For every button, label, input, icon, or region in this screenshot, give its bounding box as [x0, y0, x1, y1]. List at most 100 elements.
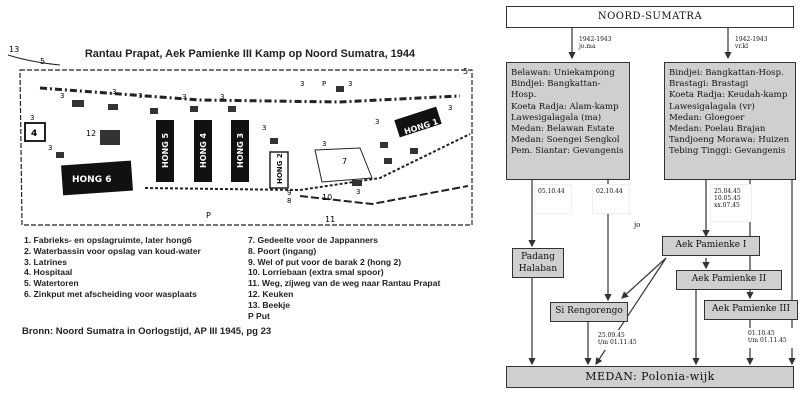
map-title: Rantau Prapat, Aek Pamienke III Kamp op … [84, 48, 416, 60]
box-line: Padang [521, 252, 555, 262]
camp-item: Bindjei: Bangkattan-Hosp. [669, 68, 784, 78]
date-e: 01.10.45 t/m 01.11.45 [746, 328, 796, 348]
label-4: 4 [31, 129, 37, 139]
camp-item: Tandjoeng Morawa: Huizen [669, 135, 790, 146]
label-12: 12 [86, 129, 96, 138]
legend-item: 11. Weg, zijweg van de weg naar Rantau P… [248, 278, 441, 289]
svg-text:3: 3 [182, 93, 186, 101]
date-line: 25.04.45 [714, 188, 741, 195]
map-source: Bronn: Noord Sumatra in Oorlogstijd, AP … [22, 326, 272, 337]
camp-map: 13 5 5 4 12 HONG 6 HONG 5 HONG 4 [7, 45, 473, 226]
legend-item: 13. Beekje [248, 299, 291, 310]
hong-2: HONG 2 [269, 151, 289, 189]
padang-halaban-box: Padang Halaban [512, 248, 564, 278]
label-5-left: 5 [40, 57, 45, 66]
svg-text:3: 3 [48, 144, 52, 152]
legend-item: 7. Gedeelte voor de Jappanners [248, 235, 378, 245]
svg-text:3: 3 [348, 80, 352, 88]
date-line: 01.10.45 [748, 330, 775, 337]
legend-left: 1. Fabrieks- en opslagruimte, later hong… [24, 235, 201, 300]
si-rengorengo-box: Si Rengorengo [550, 302, 628, 322]
label-8: 8 [287, 197, 291, 205]
svg-text:3: 3 [220, 93, 224, 101]
svg-text:3: 3 [60, 92, 64, 100]
camp-item: Koeta Radja: Alam-kamp [511, 101, 619, 112]
legend-item: P Put [248, 310, 270, 321]
legend-item: 12. Keuken [248, 288, 294, 299]
camp-item: Brastagi: Brastagi [669, 79, 749, 90]
date-b: 02.10.44 [592, 184, 630, 214]
aek-pamienke-1-box: Aek Pamienke I [662, 236, 760, 256]
svg-text:3: 3 [375, 118, 379, 126]
label-10: 10 [322, 193, 332, 202]
svg-text:HONG 2: HONG 2 [276, 153, 284, 184]
legend-item: 1. Fabrieks- en opslagruimte, later hong… [24, 235, 192, 245]
svg-text:3: 3 [138, 92, 142, 100]
label-7: 7 [342, 157, 347, 166]
lorry-track [144, 133, 471, 192]
camp-item: Koeta Radja: Keudah-kamp [669, 90, 788, 101]
latrine-huts [56, 86, 418, 186]
hong-5: HONG 5 [156, 120, 174, 182]
note-line: jo.ma [579, 43, 596, 50]
camp-item: Medan: Soengei Sengkol [511, 135, 620, 146]
date-d: 25.09.45 t/m 01.11.45 [596, 330, 646, 350]
camp-fence [19, 69, 473, 226]
hospital-building [24, 122, 46, 142]
legend-item: 4. Hospitaal [24, 267, 73, 278]
date-line: xx.07.45 [714, 202, 740, 209]
svg-text:HONG 5: HONG 5 [161, 132, 170, 168]
upper-road [39, 86, 461, 104]
legend-item: 9. Wel of put voor de barak 2 (hong 2) [248, 256, 402, 267]
noord-sumatra-box: NOORD-SUMATRA [506, 6, 794, 28]
note-line: 1942-1943 [735, 36, 768, 43]
label-p-bottom: P [206, 211, 211, 220]
medan-polonia-box: MEDAN: Polonia-wijk [506, 366, 794, 388]
date-c: 25.04.45 10.05.45 xx.07.45 [710, 184, 752, 222]
legend-item: 8. Poort (ingang) [248, 245, 317, 256]
legend-item: 6. Zinkput met afscheiding voor wasplaat… [24, 288, 197, 299]
camp-item: Lawesigalagala (ma) [511, 112, 602, 123]
japanese-section [314, 147, 373, 183]
svg-text:3: 3 [356, 188, 360, 196]
note-left-top: 1942-1943 jo.ma [579, 36, 612, 50]
label-13: 13 [9, 45, 19, 54]
date-line: 10.05.45 [714, 195, 741, 202]
jo-label: jo [634, 221, 641, 229]
camp-item: Belawan: Uniekampong [511, 68, 615, 78]
label-5-right: 5 [463, 67, 468, 76]
date-line: 25.09.45 [598, 332, 625, 339]
camp-item: Medan: Poelau Brajan [669, 124, 766, 135]
svg-text:HONG 3: HONG 3 [236, 133, 245, 168]
camp-item: Medan: Belawan Estate [511, 124, 615, 135]
note-right-top: 1942-1943 vr.kl [735, 36, 768, 50]
legend-item: 5. Watertoren [24, 278, 79, 289]
svg-text:3: 3 [300, 80, 304, 88]
hong-6: HONG 6 [61, 160, 133, 196]
date-line: t/m 01.11.45 [598, 339, 637, 346]
kitchen-building [100, 130, 120, 145]
hong-3: HONG 3 [231, 120, 249, 182]
aek-pamienke-2-box: Aek Pamienke II [676, 270, 782, 290]
legend-item: 2. Waterbassin voor opslag van koud-wate… [24, 245, 201, 256]
camp-map-panel: 13 5 5 4 12 HONG 6 HONG 5 HONG 4 [7, 45, 473, 337]
camp-item: Bindjei: Bangkattan-Hosp. [511, 79, 601, 101]
note-line: 1942-1943 [579, 36, 612, 43]
legend-right: 7. Gedeelte voor de Jappanners 8. Poort … [248, 235, 440, 321]
label-9: 9 [287, 189, 291, 197]
flow-diagram-panel: NOORD-SUMATRA 1942-1943 jo.ma 1942-1943 … [500, 0, 800, 400]
svg-text:3: 3 [322, 140, 326, 148]
camp-item: Lawesigalagala (vr) [669, 101, 755, 112]
label-p-top: P [322, 80, 326, 88]
camp-item: Pem. Siantar: Gevangenis [511, 146, 624, 157]
svg-text:HONG 4: HONG 4 [199, 132, 208, 168]
svg-text:3: 3 [262, 124, 266, 132]
aek-pamienke-3-box: Aek Pamienke III [704, 300, 798, 320]
legend-item: 10. Lorriebaan (extra smal spoor) [248, 267, 384, 278]
box-line: Halaban [518, 264, 558, 274]
hong-1: HONG 1 [394, 106, 442, 138]
svg-text:3: 3 [448, 104, 452, 112]
hong-4: HONG 4 [194, 120, 212, 182]
date-a: 05.10.44 [534, 184, 572, 214]
left-camp-list: Belawan: Uniekampong Bindjei: Bangkattan… [506, 62, 630, 180]
